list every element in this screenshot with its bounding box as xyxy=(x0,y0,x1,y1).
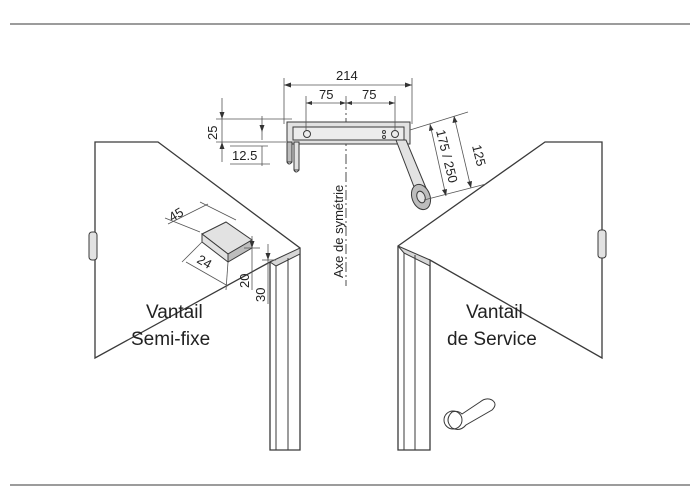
dim-24: 24 xyxy=(181,241,229,291)
svg-text:75: 75 xyxy=(319,87,333,102)
closer-arm xyxy=(395,139,432,211)
door-handle-icon xyxy=(443,398,496,430)
left-door-leaf xyxy=(88,141,301,451)
door-closer-body xyxy=(286,121,411,173)
right-leaf-label-2: de Service xyxy=(447,329,537,350)
svg-text:20: 20 xyxy=(237,274,252,288)
dim-25: 25 xyxy=(205,98,292,162)
svg-text:45: 45 xyxy=(166,204,186,224)
svg-text:214: 214 xyxy=(336,68,358,83)
dim-20: 20 xyxy=(237,236,260,290)
dim-30: 30 xyxy=(253,244,276,304)
dim-75-75: 75 75 xyxy=(305,87,396,130)
right-leaf-label-1: Vantail xyxy=(466,302,523,323)
svg-text:25: 25 xyxy=(205,126,220,140)
dim-175-250: 175 / 250 xyxy=(429,123,461,197)
dim-214: 214 xyxy=(283,68,413,124)
svg-text:30: 30 xyxy=(253,288,268,302)
dim-12-5: 12.5 xyxy=(230,116,270,166)
svg-text:75: 75 xyxy=(362,87,376,102)
svg-text:125: 125 xyxy=(469,143,489,168)
right-door-leaf xyxy=(397,141,607,451)
left-leaf-label-2: Semi-fixe xyxy=(131,329,210,350)
svg-text:24: 24 xyxy=(195,252,215,272)
dim-125: 125 xyxy=(409,111,489,201)
dim-45: 45 xyxy=(164,201,237,233)
left-hinge-icon xyxy=(88,231,98,261)
svg-text:12.5: 12.5 xyxy=(232,148,257,163)
axis-label: Axe de symétrie xyxy=(331,185,346,278)
right-hinge-icon xyxy=(597,229,607,259)
left-leaf-label-1: Vantail xyxy=(146,302,203,323)
